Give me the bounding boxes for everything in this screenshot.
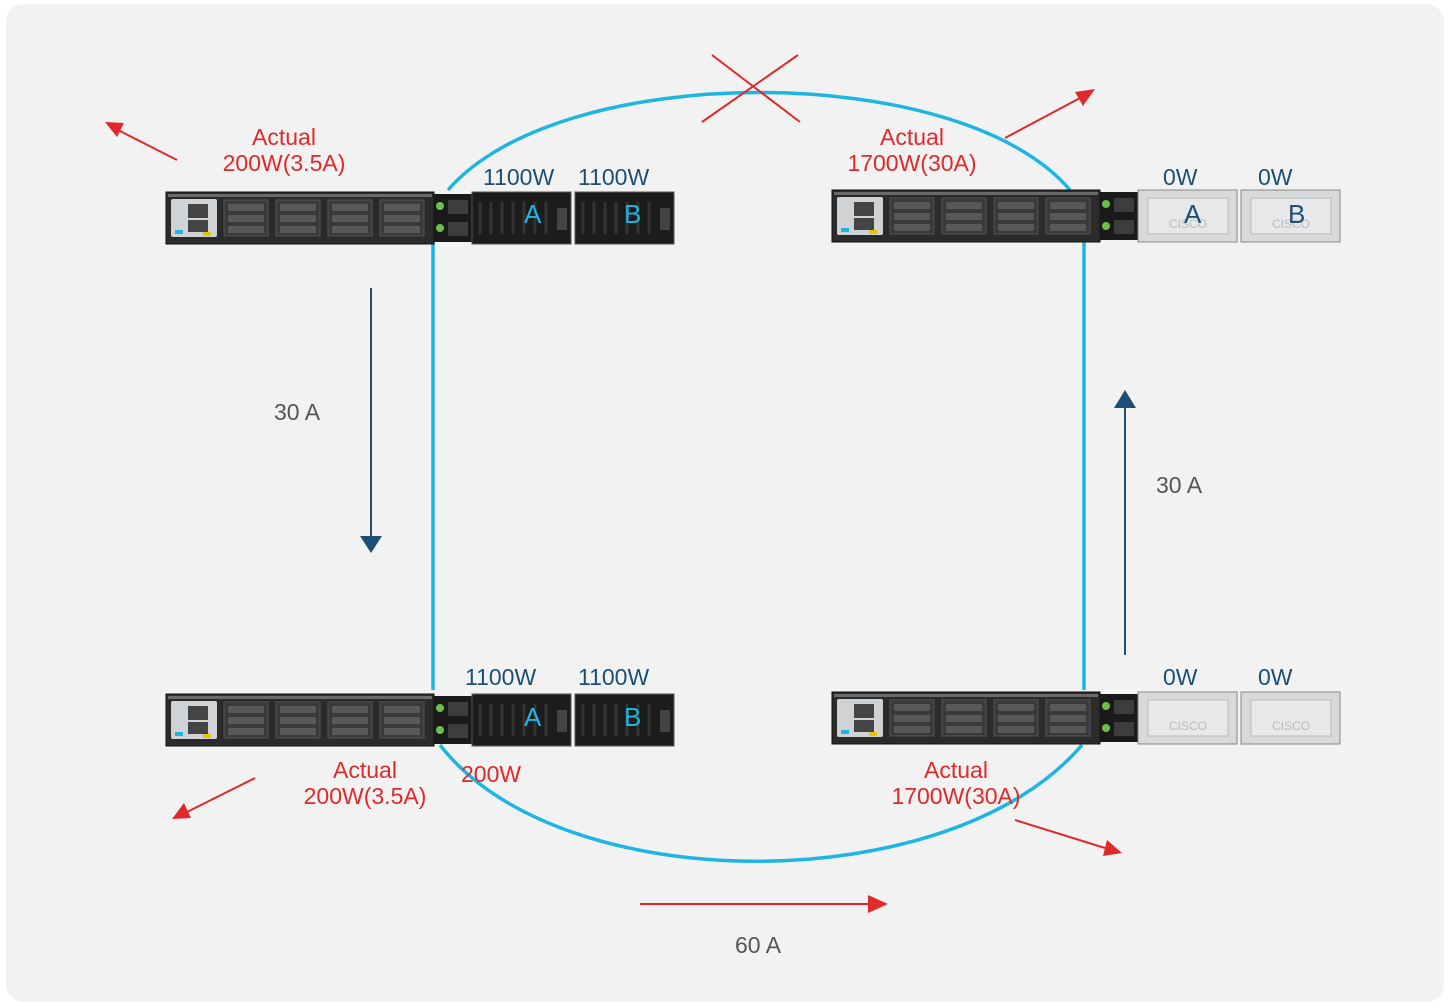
red-arrow-bottom-right (1014, 819, 1122, 856)
status-led (203, 734, 211, 738)
current-label-left: 30 A (274, 399, 321, 425)
supply-brand-label: CISCO (1272, 217, 1310, 231)
psu-b-letter-top-right: B (1288, 199, 1306, 229)
supply-brand-label: CISCO (1272, 719, 1310, 733)
status-led (841, 730, 849, 734)
red-arrow-top-right (1004, 89, 1095, 139)
current-arrow-up (1114, 390, 1136, 655)
red-arrow-bottom-center (640, 895, 888, 913)
power-supply-b (574, 191, 675, 245)
status-led (203, 232, 211, 236)
console-port (854, 704, 874, 718)
status-led (175, 732, 183, 736)
actual-value-bottom-left: 200W(3.5A) (303, 783, 427, 810)
psu-b-letter-top-left: B (624, 199, 642, 229)
psu-b-watts-bottom-left: 1100W (578, 664, 650, 690)
psu-a-output-bottom-left: 200W (461, 761, 522, 787)
usb-port (188, 220, 208, 232)
psu-a-letter-top-left: A (524, 199, 542, 229)
supply-brand-label: CISCO (1169, 217, 1207, 231)
usb-port (854, 720, 874, 732)
broken-cable-cross-icon (701, 54, 801, 123)
switch-top-left (165, 191, 675, 245)
status-led (175, 230, 183, 234)
actual-value-top-left: 200W(3.5A) (222, 150, 346, 177)
psu-a-watts-bottom-left: 1100W (465, 664, 537, 690)
current-label-bottom: 60 A (735, 932, 782, 958)
switch-top-right: CISCO CISCO (831, 189, 1341, 243)
psu-a-watts-bottom-right: 0W (1163, 664, 1198, 690)
console-port (854, 202, 874, 216)
switch-bottom-left (165, 693, 675, 747)
diagram-panel (6, 4, 1444, 1002)
status-led (869, 732, 877, 736)
ring-arc-bottom (438, 743, 1084, 863)
current-arrow-down (360, 288, 382, 553)
power-supply-a (471, 693, 572, 747)
console-port (188, 706, 208, 720)
red-arrow-top-left (105, 122, 178, 161)
console-port (188, 204, 208, 218)
psu-b-watts-top-left: 1100W (578, 164, 650, 190)
usb-port (188, 722, 208, 734)
psu-b-watts-bottom-right: 0W (1258, 664, 1293, 690)
power-supply-b (574, 693, 675, 747)
power-supply-a (471, 191, 572, 245)
actual-value-top-right: 1700W(30A) (847, 150, 977, 177)
status-led (869, 230, 877, 234)
psu-a-letter-top-right: A (1184, 199, 1202, 229)
current-label-right: 30 A (1156, 472, 1203, 498)
psu-a-watts-top-left: 1100W (483, 164, 555, 190)
switch-bottom-right: CISCO CISCO (831, 691, 1341, 745)
psu-a-letter-bottom-left: A (524, 702, 542, 732)
psu-b-watts-top-right: 0W (1258, 164, 1293, 190)
psu-a-watts-top-right: 0W (1163, 164, 1198, 190)
usb-port (854, 218, 874, 230)
red-arrow-bottom-left (172, 777, 256, 819)
psu-b-letter-bottom-left: B (624, 702, 642, 732)
supply-brand-label: CISCO (1169, 719, 1207, 733)
stack-power-ring (431, 90, 1086, 863)
status-led (841, 228, 849, 232)
actual-value-bottom-right: 1700W(30A) (891, 783, 1021, 810)
